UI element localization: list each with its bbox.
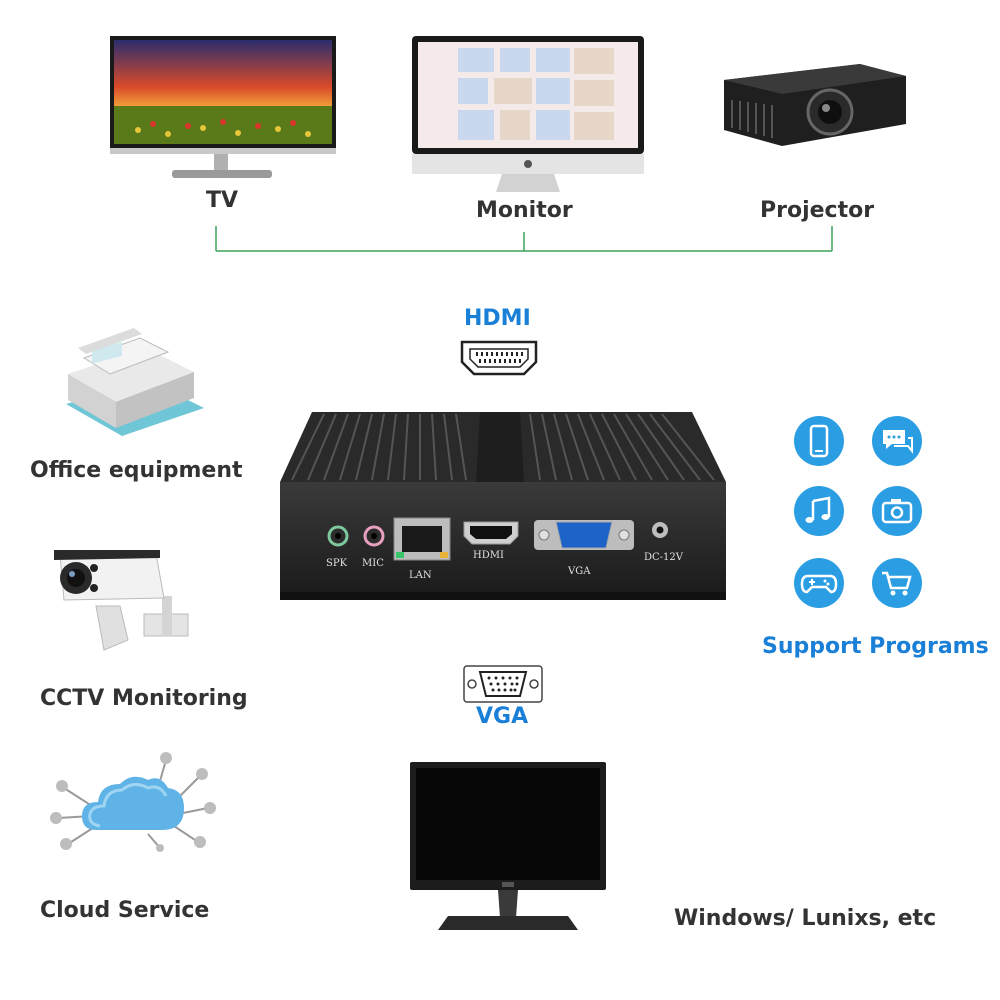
phone-icon [794, 416, 844, 466]
cart-icon [872, 558, 922, 608]
support-programs-title: Support Programs [762, 634, 989, 659]
cloud-service-image [48, 748, 218, 852]
mini-pc-image: SPK MIC LAN HDMI VGA DC-12V [268, 408, 736, 620]
projector-image [710, 50, 920, 160]
projector-label: Projector [760, 198, 875, 223]
cctv-camera-image [48, 540, 194, 658]
hdmi-port-label: HDMI [473, 550, 504, 561]
cloud-service-label: Cloud Service [40, 898, 210, 923]
vga-connector-icon [462, 664, 544, 704]
tv-image [108, 34, 338, 182]
gamepad-icon [794, 558, 844, 608]
connection-bracket [214, 226, 836, 256]
vga-label: VGA [476, 704, 529, 729]
dell-monitor-image [408, 760, 608, 936]
chat-icon [872, 416, 922, 466]
hdmi-label: HDMI [464, 306, 531, 331]
monitor-image [410, 34, 646, 196]
dc-port-label: DC-12V [644, 552, 683, 563]
os-support-label: Windows/ Lunixs, etc [674, 906, 937, 931]
mic-port-label: MIC [362, 558, 384, 569]
printer-image [58, 318, 208, 442]
cctv-monitoring-label: CCTV Monitoring [40, 686, 248, 711]
lan-port-label: LAN [409, 570, 432, 581]
spk-port-label: SPK [326, 558, 348, 569]
tv-label: TV [206, 188, 239, 213]
monitor-label: Monitor [476, 198, 573, 223]
vga-port-label: VGA [568, 566, 591, 577]
music-icon [794, 486, 844, 536]
office-equipment-label: Office equipment [30, 458, 243, 483]
camera-icon [872, 486, 922, 536]
hdmi-connector-icon [458, 336, 540, 380]
